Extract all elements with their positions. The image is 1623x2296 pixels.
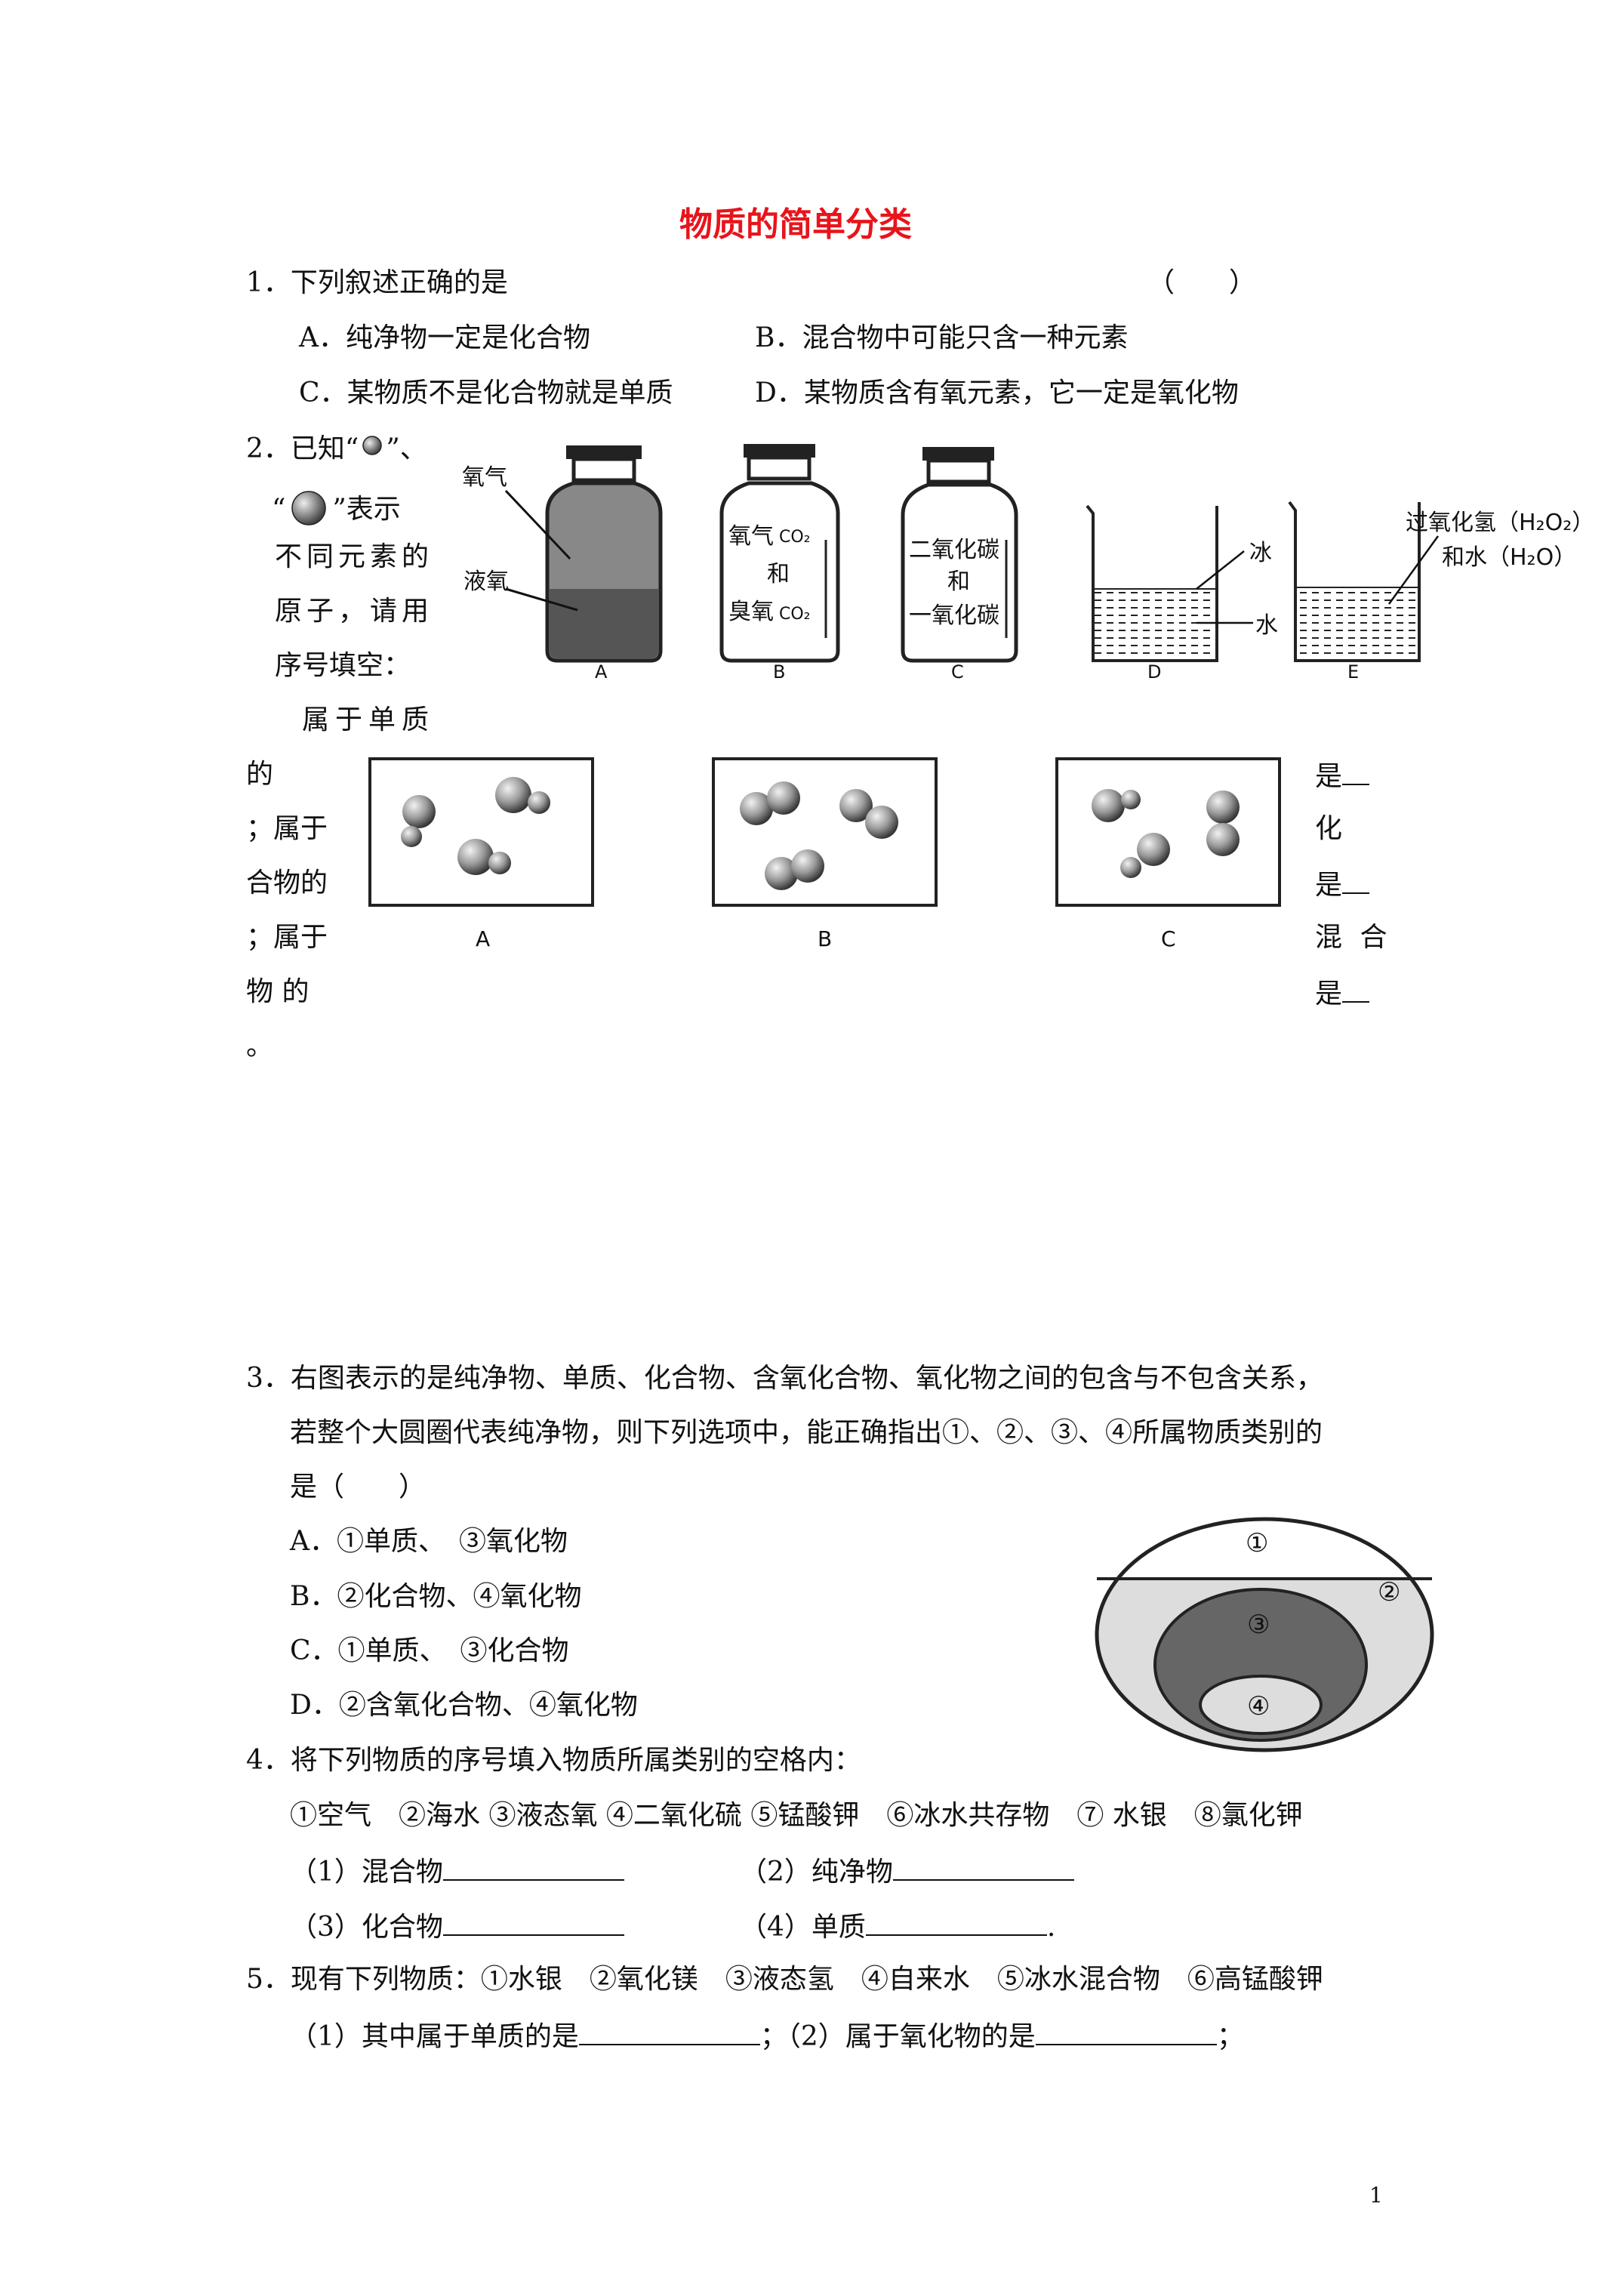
q4-blank2: （2）纯净物: [740, 1857, 1074, 1886]
q1-option-a: A．纯净物一定是化合物: [299, 322, 590, 353]
region-2: ②: [1378, 1577, 1400, 1607]
answer-blank[interactable]: [1342, 978, 1370, 1003]
q2-right2: 化: [1315, 813, 1343, 844]
bottle-b-co2-2: CO₂: [779, 605, 811, 624]
q5-blanks: （1）其中属于单质的是；（2）属于氧化物的是；: [290, 2021, 1244, 2052]
q2-line6: 属于单质: [302, 704, 436, 735]
region-3: ③: [1247, 1610, 1270, 1640]
bottle-a-label-liquid-oxygen: 液氧: [463, 569, 509, 595]
box-letter-a: A: [476, 926, 490, 951]
beaker-d-label-ice: 冰: [1249, 540, 1272, 566]
q2-line8: ；属于: [246, 813, 328, 844]
q1-option-c: C．某物质不是化合物就是单质: [299, 378, 673, 408]
atom-boxes-figure: A B C: [368, 757, 1281, 951]
q2-line7: 的: [246, 759, 274, 790]
q1-option-b: B．混合物中可能只含一种元素: [755, 322, 1129, 353]
bottles-figure: 氧气 液氧 氧气 CO₂ 和 臭氧 CO₂ 二氧化碳 和 一氧化碳 冰 水: [462, 444, 1594, 680]
bottle-b: 氧气 CO₂ 和 臭氧 CO₂: [719, 444, 840, 663]
bottle-c-text-co: 一氧化碳: [909, 603, 999, 629]
q2-line1: 2．已知“ ”、: [246, 435, 427, 463]
q2-line10: ；属于: [246, 922, 328, 953]
atom-box-c: [1055, 757, 1281, 907]
q3-option-a: A．①单质、 ③氧化物: [290, 1526, 568, 1557]
box-letter-b: B: [818, 926, 832, 951]
q2-line12: 。: [246, 1031, 274, 1062]
q2-right1: 是: [1315, 761, 1370, 791]
q3-line1: 3．右图表示的是纯净物、单质、化合物、含氧化合物、氧化物之间的包含与不包含关系，: [246, 1363, 1323, 1394]
q4-blank1: （1）混合物: [290, 1857, 624, 1886]
large-atom-icon: [291, 491, 327, 525]
q2-line2-b: ”表示: [332, 494, 401, 525]
bottle-a-label-oxygen: 氧气: [462, 464, 507, 491]
answer-blank[interactable]: [578, 2021, 760, 2045]
q2-line11: 物 的: [246, 976, 310, 1007]
q1-stem: 1．下列叙述正确的是: [246, 267, 508, 298]
atom-box-a: [368, 757, 594, 907]
answer-blank[interactable]: [1035, 2021, 1217, 2045]
q2-right4: 混 合: [1315, 922, 1392, 953]
q2-line2: “ ”表示: [272, 489, 401, 527]
q2-line1-b: ”、: [386, 433, 427, 464]
figure-letter-c: C: [951, 661, 964, 680]
q3-option-d: D．②含氧化合物、④氧化物: [290, 1690, 638, 1721]
bottle-a: 氧气 液氧: [462, 445, 663, 663]
region-1: ①: [1246, 1528, 1268, 1558]
bottle-b-co2-1: CO₂: [779, 528, 811, 547]
bottle-b-text-oxygen: 氧气: [728, 523, 774, 550]
figure-letter-e: E: [1347, 661, 1359, 680]
answer-blank[interactable]: [442, 1912, 624, 1936]
q2-right3: 是: [1315, 870, 1370, 899]
box-letter-c: C: [1161, 926, 1176, 951]
q4-blank4: （4）单质.: [740, 1912, 1056, 1943]
atom-box-b: [712, 757, 938, 907]
answer-blank[interactable]: [892, 1857, 1074, 1881]
beaker-d: 冰 水: [1086, 504, 1278, 662]
answer-blank[interactable]: [442, 1857, 624, 1881]
q3-line3: 是（ ）: [290, 1472, 427, 1502]
figure-letter-b: B: [773, 661, 785, 680]
q3-line2: 若整个大圆圈代表纯净物，则下列选项中，能正确指出①、②、③、④所属物质类别的: [290, 1417, 1323, 1448]
q2-line5: 序号填空：: [275, 650, 411, 681]
q3-option-c: C．①单质、 ③化合物: [290, 1635, 569, 1666]
q1-answer-paren: （ ）: [1147, 267, 1257, 298]
beaker-d-label-water: 水: [1255, 612, 1278, 639]
q2-line2-a: “: [272, 494, 286, 525]
small-atom-icon: [362, 436, 383, 455]
figure-letter-d: D: [1147, 661, 1161, 680]
page-number: 1: [1369, 2183, 1383, 2208]
answer-blank[interactable]: [865, 1912, 1047, 1936]
bottle-c: 二氧化碳 和 一氧化碳: [901, 447, 1018, 663]
bottle-b-text-and: 和: [767, 561, 790, 587]
q4-items: ①空气 ②海水 ③液态氧 ④二氧化硫 ⑤锰酸钾 ⑥冰水共存物 ⑦ 水银 ⑧氯化钾: [290, 1800, 1303, 1831]
q3-option-b: B．②化合物、④氧化物: [290, 1581, 582, 1612]
q5-stem: 5．现有下列物质：①水银 ②氧化镁 ③液态氢 ④自来水 ⑤冰水混合物 ⑥高锰酸钾: [246, 1964, 1323, 1995]
page-title: 物质的简单分类: [679, 205, 912, 244]
q2-line1-a: 2．已知“: [246, 433, 359, 464]
q2-right5: 是: [1315, 978, 1370, 1008]
q4-blank3: （3）化合物: [290, 1912, 624, 1941]
q1-option-d: D．某物质含有氧元素，它一定是氧化物: [755, 378, 1239, 408]
bottle-b-text-ozone: 臭氧: [728, 599, 774, 625]
q4-stem: 4．将下列物质的序号填入物质所属类别的空格内：: [246, 1745, 861, 1776]
q2-line3: 不同元素的: [275, 541, 434, 572]
answer-blank[interactable]: [1342, 761, 1370, 785]
beaker-e: 过氧化氢（H₂O₂） 和水（H₂O）: [1288, 501, 1594, 662]
q2-line4: 原子，请用: [275, 596, 434, 627]
figure-letter-a: A: [595, 661, 608, 680]
region-4: ④: [1247, 1691, 1270, 1721]
beaker-e-label-h2o2: 过氧化氢（H₂O₂）: [1406, 510, 1594, 536]
q2-line9: 合物的: [246, 868, 328, 898]
beaker-e-label-water: 和水（H₂O）: [1442, 544, 1576, 571]
classification-diagram: ① ② ③ ④: [1095, 1517, 1434, 1752]
bottle-c-text-and: 和: [947, 569, 970, 595]
answer-blank[interactable]: [1342, 870, 1370, 894]
bottle-c-text-co2: 二氧化碳: [909, 537, 999, 563]
